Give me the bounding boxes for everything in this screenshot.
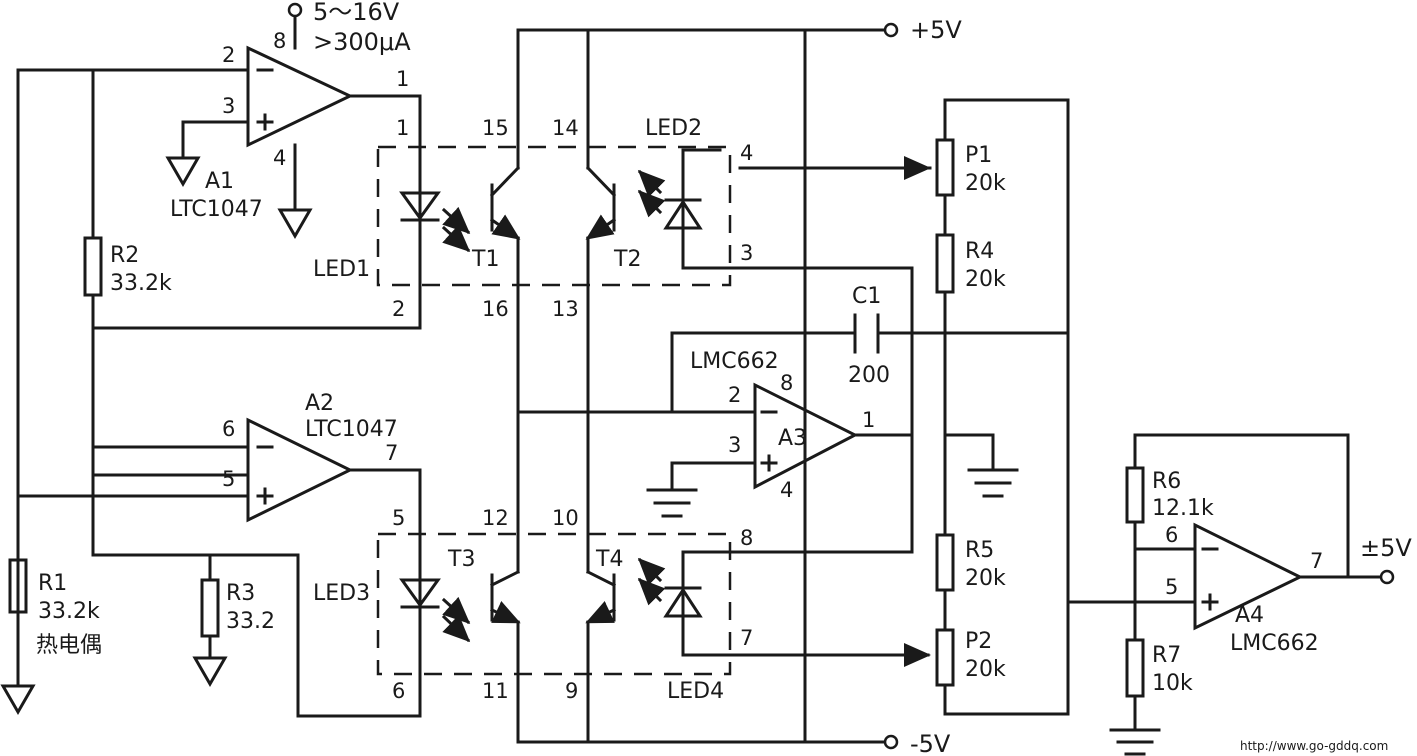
- opto-boxes: [376, 145, 732, 676]
- c1-value: 200: [848, 363, 890, 388]
- a2-ref: A2: [305, 391, 334, 416]
- capacitor-c1: [853, 313, 880, 354]
- svg-text:2: 2: [728, 383, 741, 407]
- transistor-t2: [585, 165, 617, 241]
- p2-value: 20k: [965, 657, 1006, 682]
- svg-text:7: 7: [1310, 549, 1323, 573]
- svg-text:10: 10: [552, 506, 579, 530]
- t3-label: T3: [447, 547, 475, 572]
- led2-label: LED2: [645, 116, 702, 141]
- labels: 5～16V >300μA +5V -5V ±5V A1 LTC1047 A2 L…: [36, 0, 1412, 756]
- svg-text:3: 3: [728, 433, 741, 457]
- svg-text:2: 2: [222, 43, 235, 67]
- opamp-a4: [1193, 522, 1304, 631]
- terminals: [287, 2, 1395, 750]
- transistor-t1: [489, 165, 521, 241]
- r6-value: 12.1k: [1152, 496, 1214, 521]
- a3-part: LMC662: [690, 349, 779, 374]
- svg-text:12: 12: [482, 506, 509, 530]
- svg-text:11: 11: [482, 679, 509, 703]
- ground-symbols: [0, 156, 1161, 756]
- svg-text:1: 1: [396, 67, 409, 91]
- svg-text:4: 4: [740, 141, 753, 165]
- r4-ref: R4: [965, 239, 994, 264]
- r1-ref: R1: [38, 571, 67, 596]
- opamp-a3: [753, 382, 859, 490]
- a2-part: LTC1047: [305, 417, 398, 442]
- pos-rail-label: +5V: [910, 16, 962, 44]
- p2-ref: P2: [965, 629, 992, 654]
- a4-ref: A4: [1235, 603, 1264, 628]
- svg-text:5: 5: [392, 506, 405, 530]
- svg-text:1: 1: [396, 116, 409, 140]
- pin-numbers: 8 2 3 4 1 6 5 7 2 8 3 4 1 6 5 7 1 2 15 1…: [222, 29, 1323, 703]
- svg-text:16: 16: [482, 297, 509, 321]
- svg-text:13: 13: [552, 297, 579, 321]
- svg-text:4: 4: [273, 146, 286, 170]
- p1-value: 20k: [965, 171, 1006, 196]
- svg-text:6: 6: [222, 417, 235, 441]
- svg-text:8: 8: [780, 371, 793, 395]
- svg-text:8: 8: [273, 29, 286, 53]
- r3-ref: R3: [226, 581, 255, 606]
- r5-value: 20k: [965, 566, 1006, 591]
- r7-value: 10k: [1152, 671, 1193, 696]
- neg-rail-label: -5V: [910, 730, 951, 756]
- a1-supply-label: 5～16V: [313, 0, 400, 26]
- svg-text:15: 15: [482, 116, 509, 140]
- led3-label: LED3: [313, 581, 370, 606]
- wires: [16, 12, 1382, 744]
- thermocouple-label: 热电偶: [36, 633, 102, 658]
- svg-text:3: 3: [740, 241, 753, 265]
- opamp-a1: [246, 45, 354, 148]
- r6-ref: R6: [1152, 469, 1181, 494]
- svg-text:7: 7: [740, 626, 753, 650]
- transistor-t3: [489, 569, 521, 624]
- svg-text:7: 7: [385, 441, 398, 465]
- output-label: ±5V: [1360, 534, 1412, 562]
- svg-text:8: 8: [740, 526, 753, 550]
- led4-label: LED4: [667, 679, 724, 704]
- svg-text:14: 14: [552, 116, 579, 140]
- a3-ref: A3: [778, 426, 807, 451]
- r7-ref: R7: [1152, 643, 1181, 668]
- svg-text:6: 6: [1165, 523, 1178, 547]
- r1-value: 33.2k: [38, 599, 100, 624]
- t1-label: T1: [471, 247, 499, 272]
- led4-photodiode: [637, 557, 703, 622]
- svg-text:6: 6: [392, 679, 405, 703]
- p1-ref: P1: [965, 143, 992, 168]
- r4-value: 20k: [965, 267, 1006, 292]
- a1-part: LTC1047: [170, 197, 263, 222]
- opamp-a2: [246, 417, 354, 523]
- led3-symbol: [399, 570, 471, 643]
- svg-text:1: 1: [862, 408, 875, 432]
- t4-label: T4: [595, 547, 623, 572]
- svg-text:4: 4: [780, 478, 793, 502]
- r3-value: 33.2: [226, 609, 275, 634]
- t2-label: T2: [613, 247, 641, 272]
- resistors: [8, 138, 1145, 698]
- svg-text:5: 5: [1165, 575, 1178, 599]
- svg-text:5: 5: [222, 467, 235, 491]
- r2-ref: R2: [110, 243, 139, 268]
- transistor-t4: [585, 569, 617, 624]
- led2-photodiode: [637, 169, 703, 232]
- svg-text:2: 2: [392, 297, 405, 321]
- a4-part: LMC662: [1230, 631, 1319, 656]
- r5-ref: R5: [965, 538, 994, 563]
- c1-ref: C1: [852, 284, 881, 309]
- a1-current-label: >300μA: [313, 28, 411, 56]
- svg-text:9: 9: [565, 679, 578, 703]
- svg-text:3: 3: [222, 94, 235, 118]
- led1-label: LED1: [313, 257, 370, 282]
- r2-value: 33.2k: [110, 271, 172, 296]
- watermark: http://www.go-gddq.com: [1240, 739, 1388, 753]
- led1-symbol: [399, 160, 471, 253]
- a1-ref: A1: [205, 169, 234, 194]
